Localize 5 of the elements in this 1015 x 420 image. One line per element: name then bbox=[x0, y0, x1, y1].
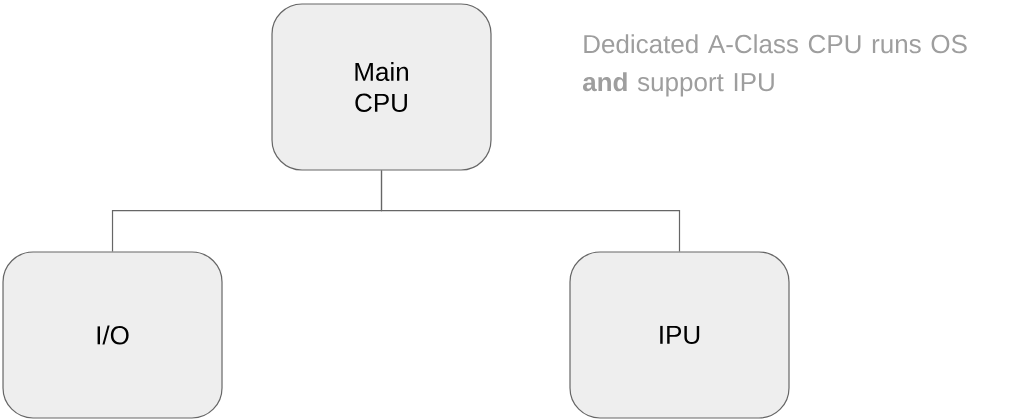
note-text: Dedicated A-Class CPU runs OS and support IPU bbox=[582, 34, 967, 97]
process-box: Main CPU bbox=[271, 3, 492, 171]
process-box: I/O bbox=[2, 251, 223, 419]
connector-line bbox=[380, 170, 681, 252]
process-box: IPU bbox=[569, 251, 790, 419]
